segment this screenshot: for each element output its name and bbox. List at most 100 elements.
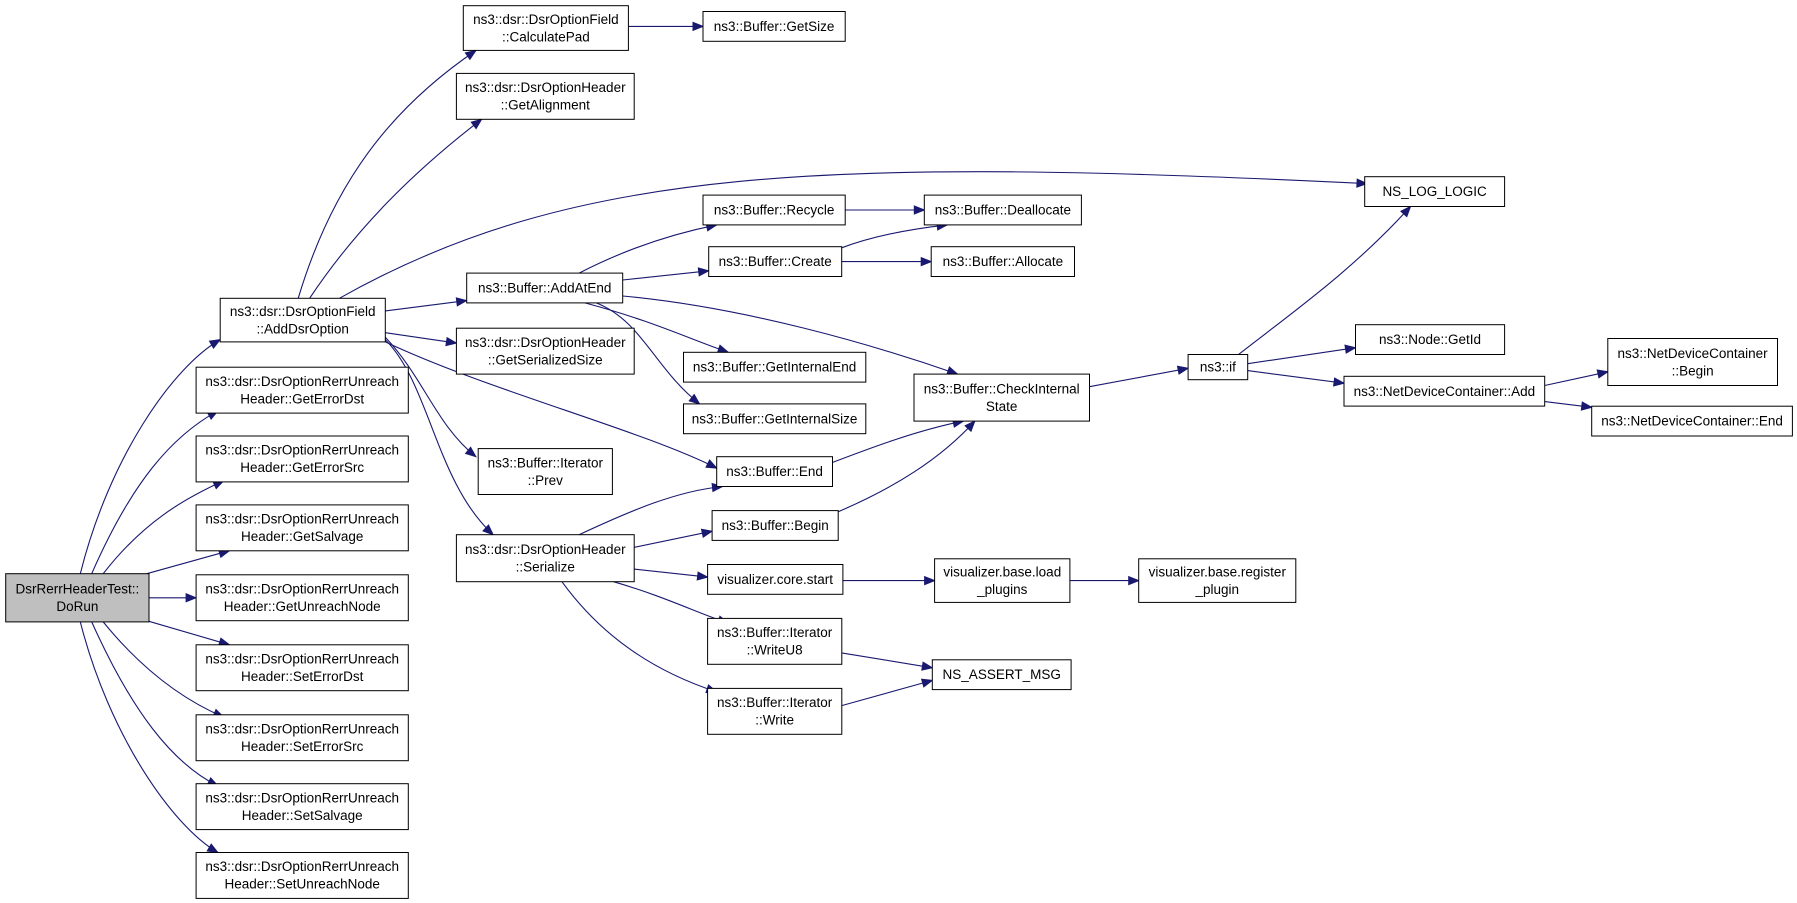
node-create[interactable]: ns3::Buffer::Create: [708, 246, 843, 277]
node-label: Header::SetErrorDst: [241, 669, 364, 684]
edge-vizLoad-to-vizRegister: [1069, 575, 1141, 586]
arrowhead: [1333, 377, 1346, 387]
node-label: ::Write: [755, 713, 794, 728]
edge-recycle-to-deallocate: [845, 205, 926, 215]
node-getSize[interactable]: ns3::Buffer::GetSize: [702, 11, 846, 42]
node-calcPad[interactable]: ns3::dsr::DsrOptionField::CalculatePad: [462, 5, 629, 51]
node-box: [702, 194, 846, 226]
node-box: [466, 272, 624, 304]
node-box: [923, 194, 1082, 226]
node-vizRegister[interactable]: visualizer.base.register_plugin: [1138, 558, 1297, 603]
node-logLogic[interactable]: NS_LOG_LOGIC: [1364, 176, 1506, 207]
node-allocate[interactable]: ns3::Buffer::Allocate: [930, 246, 1076, 277]
arrowhead: [920, 256, 933, 267]
node-getAlignment[interactable]: ns3::dsr::DsrOptionHeader::GetAlignment: [455, 72, 635, 120]
edge-nsIf-to-getId: [1247, 344, 1357, 365]
node-box: [683, 351, 867, 383]
edge-line: [385, 332, 457, 344]
node-serialize[interactable]: ns3::dsr::DsrOptionHeader::Serialize: [455, 534, 635, 583]
edge-line: [578, 224, 717, 274]
node-ndcBegin[interactable]: ns3::NetDeviceContainer::Begin: [1607, 338, 1779, 386]
node-deallocate[interactable]: ns3::Buffer::Deallocate: [923, 194, 1082, 226]
node-vizStart[interactable]: visualizer.core.start: [707, 564, 844, 595]
node-setSalvage[interactable]: ns3::dsr::DsrOptionRerrUnreachHeader::Se…: [195, 783, 409, 831]
arrowhead: [464, 49, 478, 61]
edge-line: [385, 341, 717, 469]
node-box: [931, 659, 1072, 691]
node-label: ::GetSerializedSize: [488, 352, 603, 367]
edge-root-to-setErrorDst: [146, 620, 231, 647]
node-box: [702, 11, 846, 42]
edge-line: [622, 295, 958, 375]
arrowhead: [470, 118, 483, 130]
node-writeU8[interactable]: ns3::Buffer::Iterator::WriteU8: [707, 617, 843, 665]
node-box: [1343, 375, 1546, 407]
edge-addDsrOption-to-getAlignment: [309, 118, 483, 299]
node-setErrorDst[interactable]: ns3::dsr::DsrOptionRerrUnreachHeader::Se…: [195, 644, 409, 692]
node-label: ns3::dsr::DsrOptionRerrUnreach: [205, 374, 399, 389]
node-bufEnd[interactable]: ns3::Buffer::End: [716, 456, 834, 488]
node-getId[interactable]: ns3::Node::GetId: [1355, 324, 1506, 356]
node-ndcAdd[interactable]: ns3::NetDeviceContainer::Add: [1343, 375, 1546, 407]
arrowhead: [716, 344, 730, 354]
node-label: Header::GetErrorSrc: [240, 460, 364, 475]
node-vizLoad[interactable]: visualizer.base.load_plugins: [934, 558, 1071, 603]
node-addDsrOption[interactable]: ns3::dsr::DsrOptionField::AddDsrOption: [219, 297, 386, 343]
node-setErrorSrc[interactable]: ns3::dsr::DsrOptionRerrUnreachHeader::Se…: [195, 714, 409, 762]
node-recycle[interactable]: ns3::Buffer::Recycle: [702, 194, 846, 226]
node-box: [707, 564, 844, 595]
node-label: visualizer.base.register: [1149, 564, 1287, 579]
edge-line: [1247, 347, 1356, 365]
node-label: ns3::dsr::DsrOptionRerrUnreach: [205, 859, 399, 874]
node-getErrorDst[interactable]: ns3::dsr::DsrOptionRerrUnreachHeader::Ge…: [195, 366, 409, 414]
node-box: [219, 297, 386, 343]
node-label: Header::SetSalvage: [242, 808, 363, 823]
node-iterPrev[interactable]: ns3::Buffer::Iterator::Prev: [477, 448, 613, 496]
node-box: [708, 246, 843, 277]
edge-root-to-addDsrOption: [79, 338, 222, 574]
node-getInternalSize[interactable]: ns3::Buffer::GetInternalSize: [683, 403, 867, 435]
node-addAtEnd[interactable]: ns3::Buffer::AddAtEnd: [466, 272, 624, 304]
node-ndcEnd[interactable]: ns3::NetDeviceContainer::End: [1591, 405, 1793, 437]
edge-addDsrOption-to-bufEnd: [385, 341, 718, 469]
node-label: ::Prev: [528, 473, 564, 488]
node-label: ::WriteU8: [747, 643, 803, 658]
node-label: ns3::Buffer::Allocate: [943, 254, 1064, 269]
node-root[interactable]: DsrRerrHeaderTest::DoRun: [5, 573, 150, 623]
edge-root-to-getUnreachNode: [149, 593, 198, 603]
node-box: [195, 435, 409, 483]
node-label: Header::SetErrorSrc: [241, 739, 364, 754]
edge-line: [297, 50, 477, 299]
node-box: [195, 366, 409, 414]
edge-line: [1247, 370, 1345, 384]
arrowhead: [705, 459, 718, 469]
node-bufBegin[interactable]: ns3::Buffer::Begin: [711, 510, 839, 541]
node-getSalvage[interactable]: ns3::dsr::DsrOptionRerrUnreachHeader::Ge…: [195, 504, 409, 552]
node-label: ns3::Buffer::Iterator: [717, 625, 833, 640]
node-getUnreachNode[interactable]: ns3::dsr::DsrOptionRerrUnreachHeader::Ge…: [195, 574, 409, 622]
edge-line: [584, 302, 729, 353]
node-nsIf[interactable]: ns3::if: [1187, 354, 1249, 381]
node-getErrorSrc[interactable]: ns3::dsr::DsrOptionRerrUnreachHeader::Ge…: [195, 435, 409, 483]
arrowhead: [482, 524, 495, 536]
node-setUnreachNode[interactable]: ns3::dsr::DsrOptionRerrUnreachHeader::Se…: [195, 852, 409, 899]
node-write[interactable]: ns3::Buffer::Iterator::Write: [707, 687, 843, 735]
arrowhead: [1596, 369, 1610, 379]
node-assertMsg[interactable]: NS_ASSERT_MSG: [931, 659, 1072, 691]
edge-line: [596, 302, 700, 405]
node-label: ns3::dsr::DsrOptionRerrUnreach: [205, 443, 399, 458]
node-box: [707, 687, 843, 735]
node-label: ns3::dsr::DsrOptionField: [473, 12, 619, 27]
node-label: DsrRerrHeaderTest::: [16, 582, 140, 597]
node-box: [934, 558, 1071, 603]
arrowhead: [913, 205, 926, 215]
node-label: Header::GetSalvage: [241, 529, 363, 544]
node-label: ns3::dsr::DsrOptionHeader: [465, 335, 626, 350]
node-getSerializedSize[interactable]: ns3::dsr::DsrOptionHeader::GetSerialized…: [455, 327, 635, 375]
node-label: ns3::dsr::DsrOptionHeader: [465, 80, 626, 95]
edge-line: [841, 652, 933, 669]
node-getInternalEnd[interactable]: ns3::Buffer::GetInternalEnd: [683, 351, 867, 383]
node-label: State: [986, 399, 1018, 414]
edge-root-to-setUnreachNode: [79, 621, 220, 854]
